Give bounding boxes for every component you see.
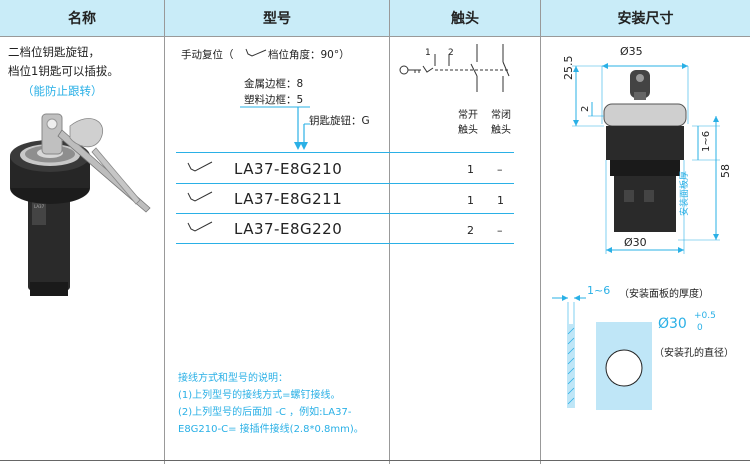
row-3-switch-icon: [187, 221, 213, 232]
no-label-2: 触头: [458, 125, 478, 136]
dim-h58: 58: [719, 164, 732, 178]
header-divider: [0, 36, 750, 37]
hole-dia: Ø30: [658, 316, 687, 332]
row-line-2: [176, 213, 514, 214]
panel-hole-diagram: [552, 295, 652, 410]
bottom-border: [0, 460, 750, 461]
code-arrows: [240, 106, 310, 150]
row-1-nc: –: [497, 163, 503, 176]
row-2-nc: 1: [497, 194, 504, 207]
hole-tol-plus: +0.5: [694, 311, 716, 321]
nc-label-2: 触头: [491, 125, 511, 136]
row-1-no: 1: [467, 163, 474, 176]
header-dims-label: 安装尺寸: [617, 11, 674, 27]
angle-label: 档位角度：90°）: [268, 49, 350, 61]
hole-tol-zero: 0: [697, 323, 703, 333]
dimension-drawing: [572, 63, 720, 254]
contact-pos-2: 2: [448, 48, 454, 58]
reset-symbol-icon: [245, 48, 267, 57]
row-1-switch-icon: [187, 161, 213, 172]
notes-line-3: E8G210-C= 接插件接线(2.8*0.8mm)。: [178, 424, 364, 435]
name-line-2: 档位1钥匙可以插拔。: [8, 64, 119, 78]
header-model: 型号: [165, 0, 389, 36]
row-3-nc: –: [497, 224, 503, 237]
contact-diagram: [399, 44, 510, 92]
header-name: 名称: [0, 0, 164, 36]
dim-h2: 2: [580, 105, 591, 112]
reset-label: 手动复位（: [181, 49, 234, 61]
nc-label-1: 常闭: [491, 110, 511, 121]
dim-d30: Ø30: [624, 236, 647, 249]
panel-thickness: 1~6: [587, 284, 611, 297]
notes-line-2: (2)上列型号的后面加 -C ，例如:LA37-: [178, 407, 352, 418]
header-contact: 触头: [390, 0, 540, 36]
svg-text:LA37: LA37: [34, 204, 45, 209]
name-line-1: 二档位钥匙旋钮，: [8, 45, 100, 59]
row-2-switch-icon: [187, 191, 213, 202]
name-line-3: （能防止跟转）: [22, 84, 103, 98]
row-3-no: 2: [467, 224, 474, 237]
row-line-0: [176, 152, 514, 153]
header-name-label: 名称: [68, 11, 96, 27]
model-row-2: LA37-E8G211: [234, 190, 343, 208]
dim-h1-6: 1~6: [701, 130, 712, 152]
notes-title: 接线方式和型号的说明：: [178, 373, 288, 384]
dim-h25-5: 25.5: [562, 55, 575, 81]
row-2-no: 1: [467, 194, 474, 207]
col-divider-2: [389, 0, 390, 464]
header-model-label: 型号: [263, 11, 291, 27]
key-knob: 钥匙旋钮：G: [309, 115, 370, 127]
col-divider-1: [164, 0, 165, 464]
plastic-frame: 塑料边框：5: [244, 94, 304, 106]
dim-d35: Ø35: [620, 45, 643, 58]
col-divider-3: [540, 0, 541, 464]
dim-panel-vertical: 安装面板厚: [680, 170, 690, 216]
product-image: LA37: [10, 113, 151, 296]
panel-thickness-note: （安装面板的厚度）: [619, 289, 709, 300]
model-row-3: LA37-E8G220: [234, 220, 343, 238]
model-row-1: LA37-E8G210: [234, 160, 343, 178]
hole-note: （安装孔的直径）: [654, 348, 734, 359]
header-contact-label: 触头: [451, 11, 479, 27]
header-dims: 安装尺寸: [541, 0, 750, 36]
notes-line-1: (1)上列型号的接线方式=螺钉接线。: [178, 390, 341, 401]
row-line-1: [176, 183, 514, 184]
metal-frame: 金属边框：8: [244, 78, 304, 90]
contact-pos-1: 1: [425, 48, 431, 58]
row-line-3: [176, 243, 514, 244]
no-label-1: 常开: [458, 110, 478, 121]
